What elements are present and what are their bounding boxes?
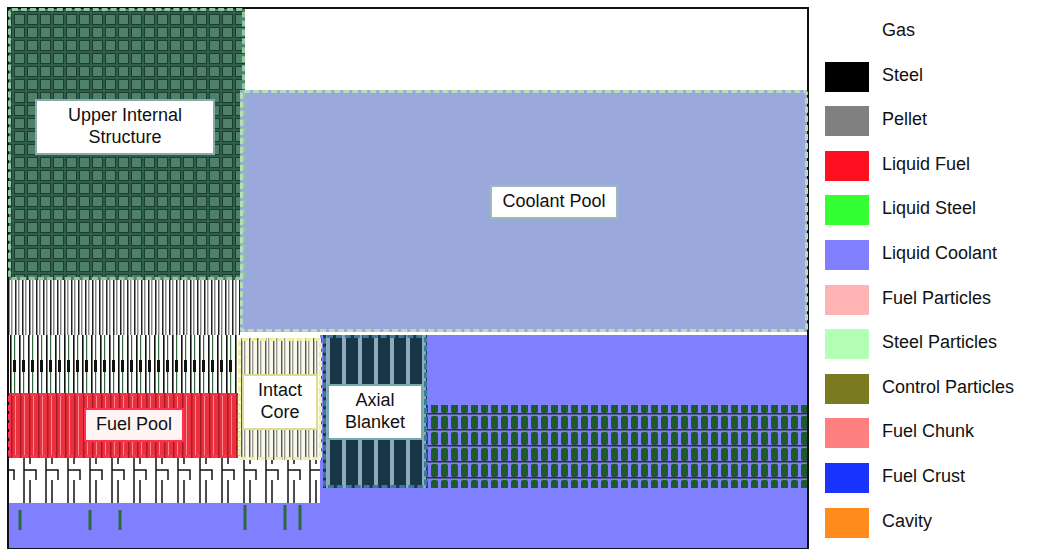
legend-text: Control Particles	[882, 377, 1014, 398]
region-label: Intact Core	[242, 374, 318, 429]
legend-text: Gas	[882, 20, 915, 41]
legend-swatch	[825, 508, 869, 538]
legend-swatch	[825, 329, 869, 359]
legend-text: Cavity	[882, 511, 932, 532]
legend-text: Liquid Steel	[882, 198, 976, 219]
legend-swatch	[825, 106, 869, 136]
legend-text: Fuel Particles	[882, 288, 991, 309]
region-outline: Upper Internal Structure	[8, 8, 245, 280]
region-outline: Fuel Pool	[8, 393, 240, 458]
region-outline: Axial Blanket	[323, 335, 427, 488]
legend-text: Steel Particles	[882, 332, 997, 353]
legend-text: Fuel Crust	[882, 466, 965, 487]
region-label: Fuel Pool	[84, 408, 184, 442]
legend-swatch	[825, 195, 869, 225]
legend-swatch	[825, 240, 869, 270]
legend-text: Liquid Fuel	[882, 154, 970, 175]
legend-text: Pellet	[882, 109, 927, 130]
legend-swatch	[825, 17, 869, 47]
legend-text: Liquid Coolant	[882, 243, 997, 264]
region-outline: Intact Core	[238, 338, 322, 460]
region-label: Coolant Pool	[490, 185, 617, 219]
region-label: Axial Blanket	[327, 384, 423, 439]
legend-text: Steel	[882, 65, 923, 86]
legend-swatch	[825, 151, 869, 181]
region-label: Upper Internal Structure	[35, 99, 215, 154]
legend-swatch	[825, 418, 869, 448]
legend-text: Fuel Chunk	[882, 421, 974, 442]
legend-swatch	[825, 463, 869, 493]
legend-swatch	[825, 62, 869, 92]
legend-swatch	[825, 285, 869, 315]
region-outline: Coolant Pool	[240, 90, 808, 332]
legend-swatch	[825, 374, 869, 404]
